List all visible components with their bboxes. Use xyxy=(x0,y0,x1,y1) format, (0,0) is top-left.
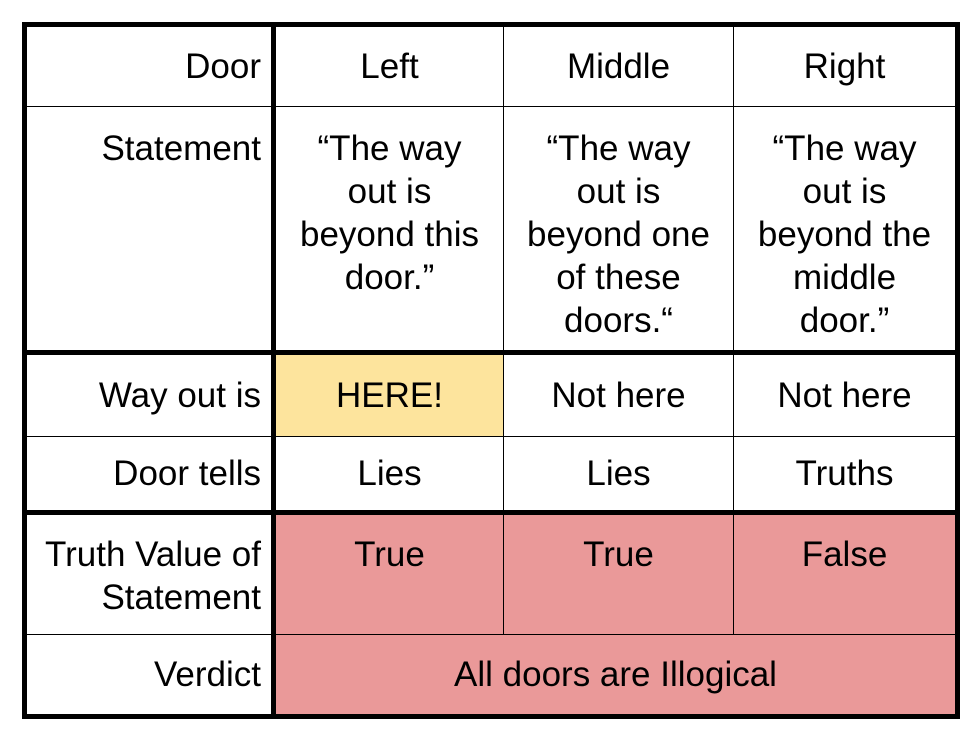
row-label-truth-value: Truth Value of Statement xyxy=(27,515,276,635)
door-tells-middle: Lies xyxy=(504,437,734,515)
logic-table: Door Left Middle Right Statement “The wa… xyxy=(22,22,960,719)
statement-left-text: “The way out is beyond this door.” xyxy=(299,129,480,297)
row-label-door-tells: Door tells xyxy=(27,437,276,515)
header-right: Right xyxy=(734,27,955,107)
verdict-value: All doors are Illogical xyxy=(276,635,955,714)
way-out-left: HERE! xyxy=(276,355,504,437)
row-label-door: Door xyxy=(27,27,276,107)
row-label-verdict: Verdict xyxy=(27,635,276,714)
truth-value-label-text: Truth Value of Statement xyxy=(45,535,261,617)
statement-middle-text: “The way out is beyond one of these door… xyxy=(527,129,710,340)
statement-right: “The way out is beyond the middle door.” xyxy=(734,107,955,355)
header-middle: Middle xyxy=(504,27,734,107)
door-tells-right: Truths xyxy=(734,437,955,515)
way-out-right: Not here xyxy=(734,355,955,437)
statement-right-text: “The way out is beyond the middle door.” xyxy=(757,129,932,340)
row-label-statement: Statement xyxy=(27,107,276,355)
door-tells-left: Lies xyxy=(276,437,504,515)
header-left: Left xyxy=(276,27,504,107)
statement-left: “The way out is beyond this door.” xyxy=(276,107,504,355)
truth-value-left: True xyxy=(276,515,504,635)
truth-value-middle: True xyxy=(504,515,734,635)
statement-middle: “The way out is beyond one of these door… xyxy=(504,107,734,355)
row-label-way-out: Way out is xyxy=(27,355,276,437)
truth-value-right: False xyxy=(734,515,955,635)
way-out-middle: Not here xyxy=(504,355,734,437)
